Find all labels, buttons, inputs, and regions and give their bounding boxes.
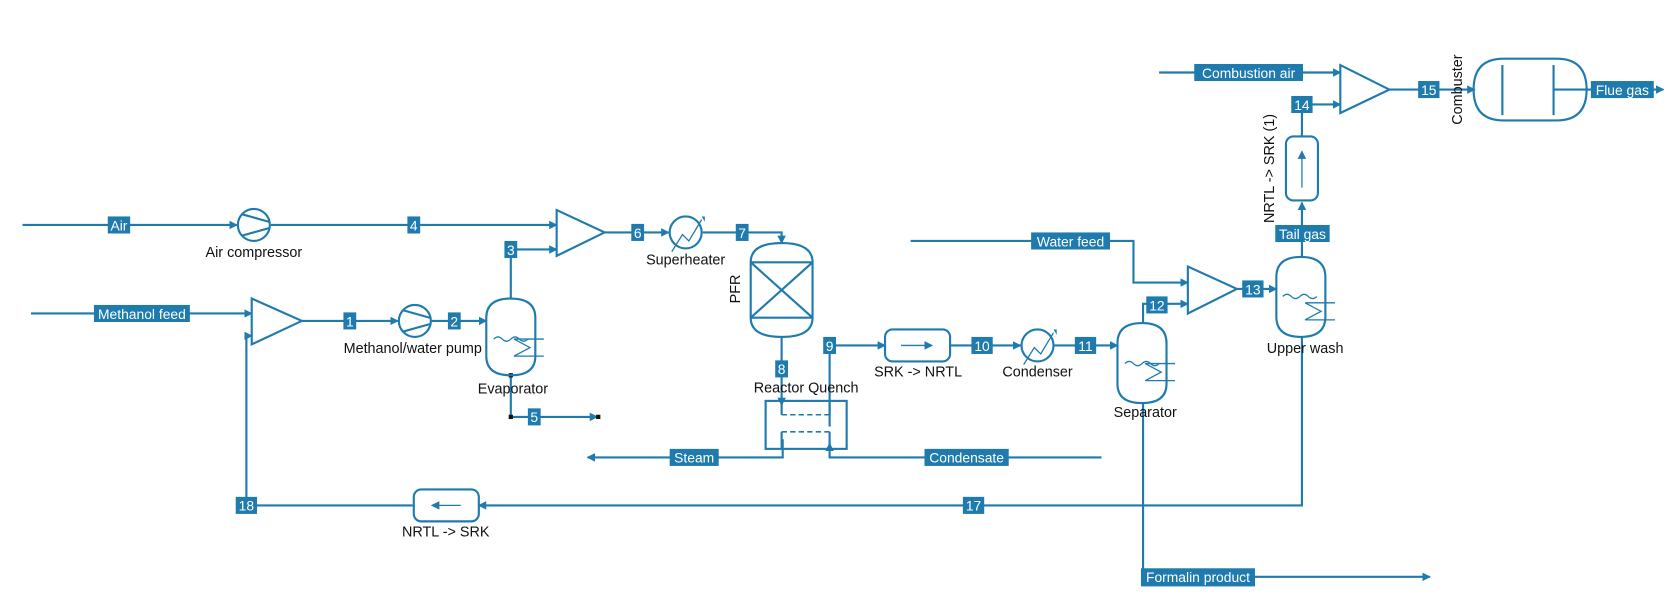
stream-tag-3[interactable]: 3 [504, 240, 518, 259]
reactor-quench[interactable] [764, 399, 848, 450]
stream-tag-condensate[interactable]: Condensate [924, 448, 1009, 466]
stream-formalin-product-line[interactable] [1141, 403, 1431, 582]
combuster[interactable] [1472, 57, 1588, 122]
stream-tag-5[interactable]: 5 [527, 408, 541, 426]
mixer-air[interactable] [555, 208, 608, 258]
svg-text:15: 15 [1421, 82, 1437, 98]
stream-7-line[interactable] [702, 231, 786, 245]
stream-tag-14[interactable]: 14 [1291, 95, 1313, 114]
methanol-water-pump[interactable] [397, 303, 432, 338]
stream-end-node [596, 414, 601, 420]
pfr-reactor[interactable] [749, 242, 814, 338]
stream-tag-12[interactable]: 12 [1146, 296, 1168, 314]
svg-text:9: 9 [826, 338, 834, 354]
air-compressor[interactable] [236, 207, 271, 243]
air-compressor-label: Air compressor [206, 245, 303, 261]
svg-text:Flue gas: Flue gas [1596, 82, 1649, 98]
junction-node [508, 414, 513, 420]
evaporator[interactable] [485, 297, 544, 377]
stream-tag-6[interactable]: 6 [631, 223, 645, 241]
stream-18-line[interactable] [244, 331, 413, 507]
stream-3-line[interactable] [509, 245, 558, 299]
stream-tag-9[interactable]: 9 [823, 336, 836, 354]
svg-text:8: 8 [778, 361, 786, 377]
stream-tag-formalin-product[interactable]: Formalin product [1140, 568, 1256, 587]
separator-label: Separator [1114, 405, 1177, 421]
stream-17-line[interactable] [477, 336, 1303, 510]
pump-label: Methanol/water pump [344, 341, 482, 357]
mixer-combustion[interactable] [1339, 63, 1392, 115]
svg-text:12: 12 [1149, 297, 1165, 313]
stream-tag-18[interactable]: 18 [235, 496, 258, 514]
nrtl-srk-1-label: NRTL -> SRK (1) [1262, 114, 1278, 223]
stream-tag-11[interactable]: 11 [1074, 336, 1097, 354]
stream-tag-combustion-air[interactable]: Combustion air [1194, 63, 1303, 82]
pfr-label: PFR [728, 275, 744, 304]
stream-tag-steam[interactable]: Steam [669, 448, 719, 466]
condenser-label: Condenser [1002, 364, 1073, 380]
svg-text:14: 14 [1294, 97, 1310, 113]
superheater[interactable] [668, 215, 705, 252]
svg-text:3: 3 [507, 242, 515, 258]
svg-text:Methanol feed: Methanol feed [98, 306, 186, 322]
svg-text:17: 17 [966, 498, 982, 514]
stream-tag-8[interactable]: 8 [775, 360, 789, 378]
svg-text:Water feed: Water feed [1037, 233, 1104, 249]
stream-tag-17[interactable]: 17 [962, 496, 985, 514]
svg-text:5: 5 [530, 409, 538, 425]
svg-text:18: 18 [239, 498, 255, 514]
stream-water-feed-line[interactable] [910, 239, 1189, 287]
stream-tag-air[interactable]: Air [107, 216, 131, 234]
stream-tag-2[interactable]: 2 [447, 312, 461, 330]
srk-nrtl-label: SRK -> NRTL [874, 364, 962, 380]
srk-to-nrtl-converter[interactable] [883, 328, 952, 363]
svg-text:Condensate: Condensate [929, 450, 1004, 466]
stream-tag-15[interactable]: 15 [1418, 81, 1440, 99]
upper-wash-label: Upper wash [1267, 341, 1344, 357]
svg-text:Formalin product: Formalin product [1146, 569, 1250, 585]
stream-tag-10[interactable]: 10 [971, 336, 993, 354]
svg-text:2: 2 [450, 313, 458, 329]
superheater-label: Superheater [646, 252, 725, 268]
stream-tag-tail-gas[interactable]: Tail gas [1275, 224, 1330, 243]
stream-tag-4[interactable]: 4 [407, 216, 421, 234]
nrtl-to-srk-1-converter[interactable] [1284, 135, 1319, 202]
svg-text:7: 7 [738, 225, 746, 241]
svg-text:Air: Air [111, 217, 128, 233]
svg-text:4: 4 [410, 217, 418, 233]
combuster-label: Combuster [1450, 54, 1466, 125]
upper-wash[interactable] [1275, 255, 1335, 338]
nrtl-to-srk-converter[interactable] [412, 488, 480, 523]
mixer-methanol[interactable] [250, 296, 305, 347]
stream-12-line[interactable] [1141, 299, 1189, 324]
stream-tag-water-feed[interactable]: Water feed [1031, 232, 1111, 250]
svg-text:13: 13 [1245, 281, 1261, 297]
svg-text:Combustion air: Combustion air [1202, 65, 1296, 81]
stream-tag-1[interactable]: 1 [343, 312, 357, 330]
svg-text:6: 6 [634, 225, 642, 241]
svg-text:11: 11 [1078, 338, 1093, 354]
stream-tag-7[interactable]: 7 [735, 223, 749, 241]
stream-tag-methanol-feed[interactable]: Methanol feed [93, 304, 190, 322]
evaporator-label: Evaporator [478, 381, 549, 397]
nrtl-srk-label: NRTL -> SRK [402, 524, 490, 540]
mixer-water[interactable] [1186, 264, 1240, 316]
separator[interactable] [1116, 321, 1176, 405]
condenser[interactable] [1020, 328, 1057, 365]
svg-text:Tail gas: Tail gas [1279, 226, 1326, 242]
svg-text:10: 10 [974, 338, 990, 354]
stream-tag-13[interactable]: 13 [1242, 280, 1264, 298]
reactor-quench-label: Reactor Quench [754, 380, 859, 396]
svg-text:Steam: Steam [674, 450, 714, 466]
stream-tag-flue-gas[interactable]: Flue gas [1590, 81, 1654, 99]
svg-text:1: 1 [346, 313, 354, 329]
